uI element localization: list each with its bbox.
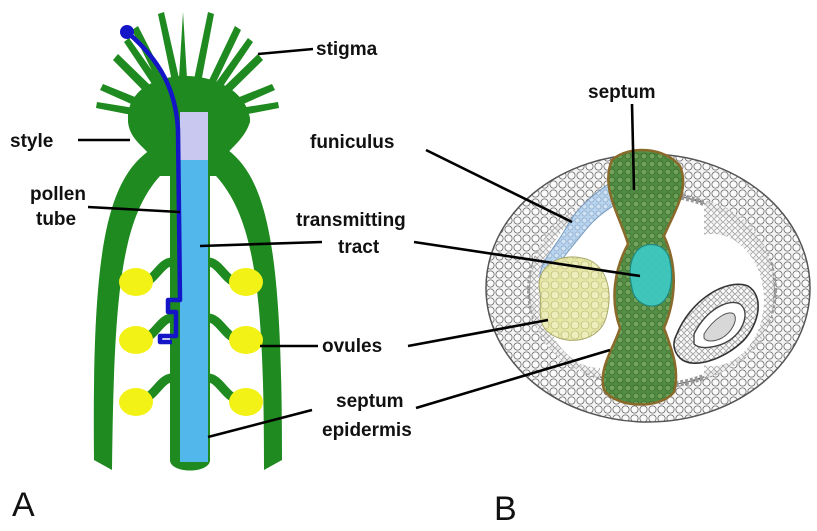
stylar-core [180,112,208,162]
label-pollen-tube-line1: pollen [30,184,86,205]
label-septum-epidermis-line2: epidermis [322,420,412,441]
panel-letter-a: A [12,486,35,524]
label-septum: septum [588,82,656,103]
label-style: style [10,131,53,152]
transmitting-tract [180,160,208,462]
label-stigma: stigma [316,39,378,60]
label-septum-epidermis-line1: septum [336,391,404,412]
label-pollen-tube-line2: tube [36,209,76,230]
label-transmitting-tract-line2: tract [338,237,380,258]
label-funiculus: funiculus [310,132,394,153]
label-ovules: ovules [322,336,382,357]
panel-letter-b: B [494,490,517,528]
panel-b-cross-section [486,150,810,422]
label-transmitting-tract-line1: transmitting [296,210,406,231]
panel-a-diagram [94,12,282,471]
